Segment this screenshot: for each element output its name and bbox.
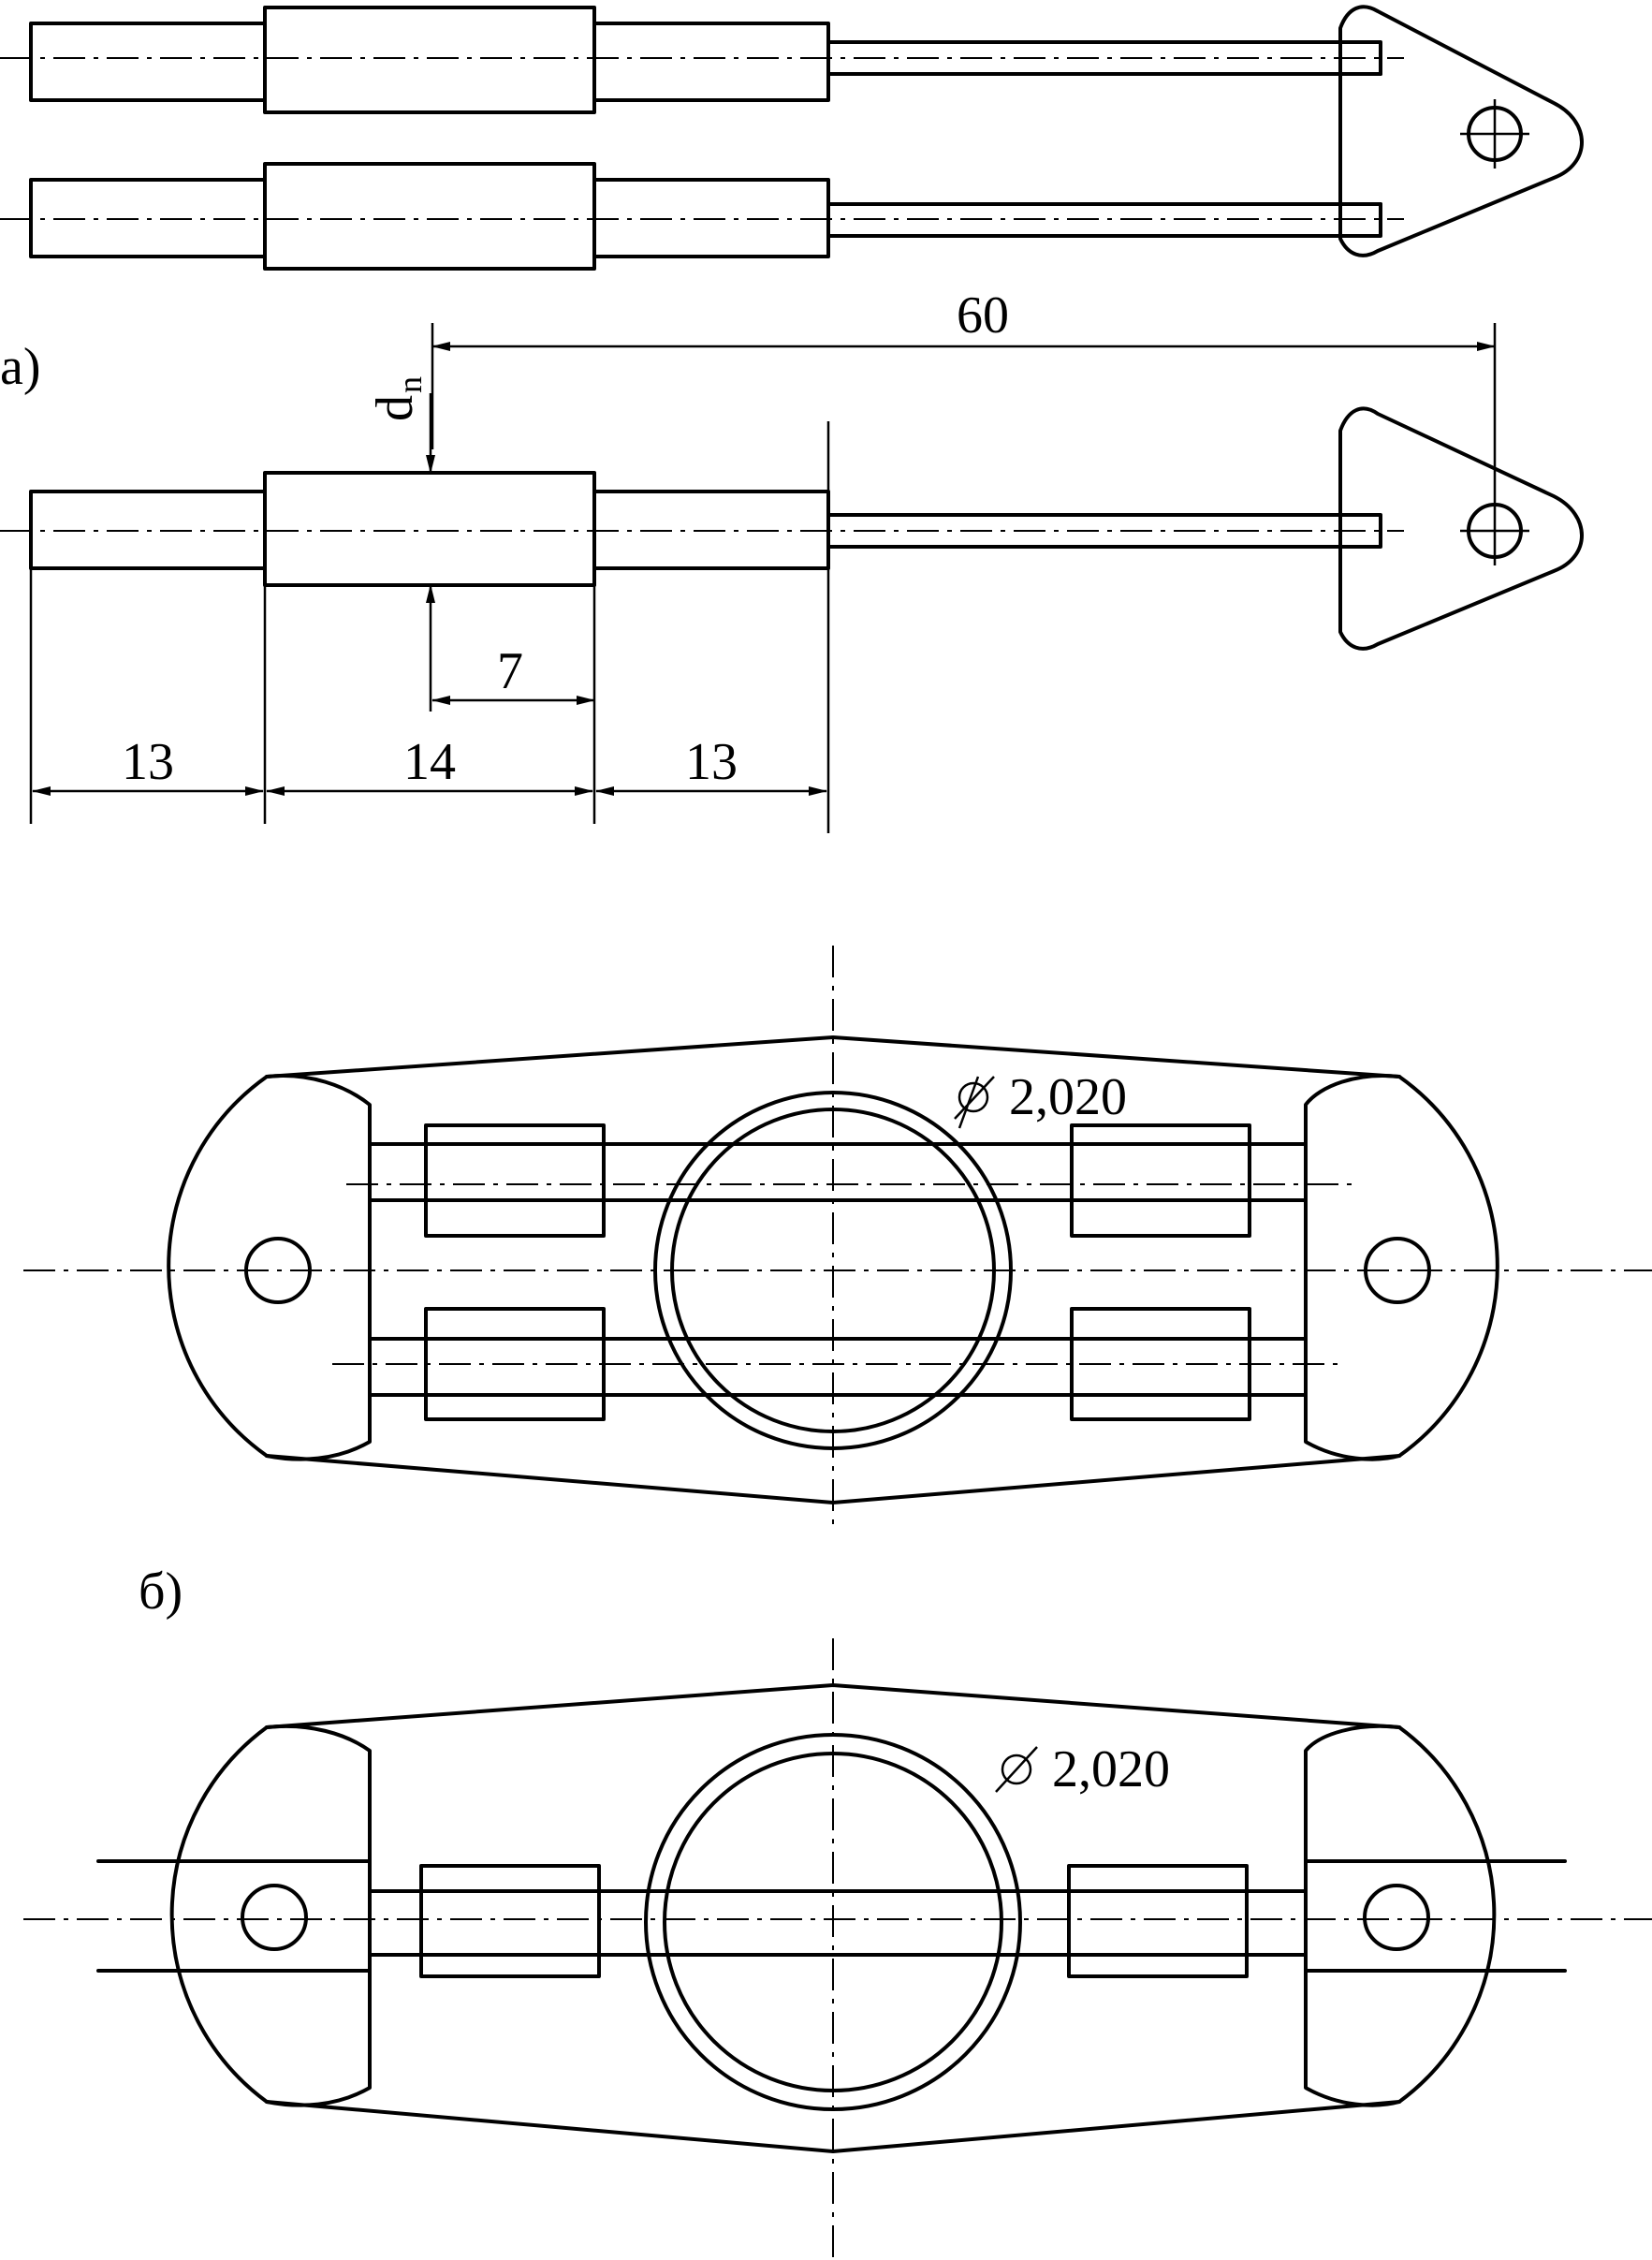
dimension-diameter-symbol: d bbox=[366, 395, 424, 421]
dimension-overall: 60 bbox=[431, 286, 1497, 496]
figure-b-label: б) bbox=[139, 1563, 183, 1621]
triangle-plate bbox=[1338, 406, 1584, 651]
dimension-right-pin-value: 13 bbox=[685, 733, 738, 791]
dimension-chain: 13 14 13 bbox=[29, 421, 830, 833]
triangle-plate bbox=[1338, 5, 1584, 257]
dimension-diameter-subscript: n bbox=[391, 376, 429, 393]
hole-icon bbox=[1363, 1884, 1430, 1951]
figure-a-single-rod bbox=[0, 406, 1584, 651]
upper-rod bbox=[29, 6, 1382, 114]
dimension-half-middle-value: 7 bbox=[497, 642, 523, 700]
figure-a-label: а) bbox=[0, 338, 41, 396]
figure-a-pair-view bbox=[0, 5, 1584, 271]
upper-view-diameter-value: 2,020 bbox=[1009, 1068, 1127, 1126]
hole-icon bbox=[241, 1884, 308, 1951]
dimension-half-middle: 7 bbox=[431, 642, 595, 705]
dimension-left-pin-value: 13 bbox=[122, 733, 174, 791]
dimension-diameter-dn: d n bbox=[366, 376, 435, 712]
dimension-middle-value: 14 bbox=[403, 733, 456, 791]
dimension-overall-value: 60 bbox=[957, 286, 1009, 345]
diameter-symbol-icon bbox=[958, 1081, 989, 1113]
figure-b-lower-view: 2,020 bbox=[23, 1638, 1652, 2260]
figure-b-upper-view: 2,020 bbox=[23, 946, 1652, 1531]
lower-view-diameter-value: 2,020 bbox=[1052, 1740, 1170, 1798]
diameter-symbol-icon bbox=[1001, 1754, 1032, 1785]
lower-rod bbox=[29, 162, 1382, 271]
